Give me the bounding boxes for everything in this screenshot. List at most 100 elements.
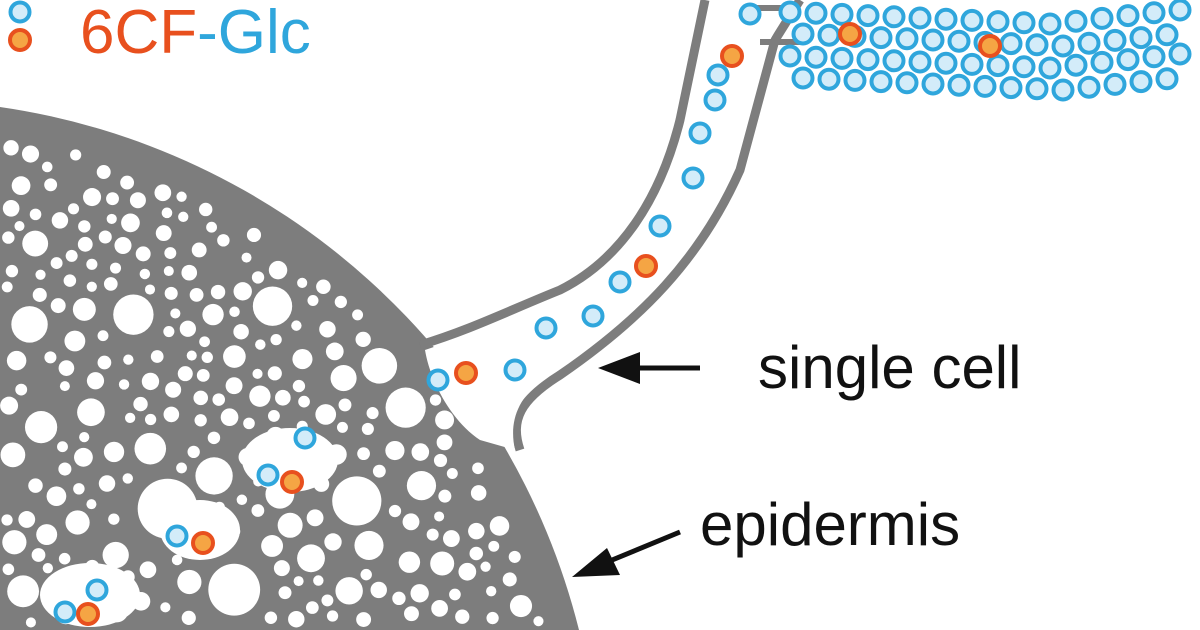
bubble xyxy=(246,227,262,243)
single-cell-label: single cell xyxy=(758,334,1022,401)
glc-molecule xyxy=(856,48,880,72)
bubble xyxy=(98,230,112,244)
legend-label-glc: -Glc xyxy=(197,0,311,67)
bubble xyxy=(470,485,487,501)
6cf-molecule xyxy=(454,361,478,385)
bubble xyxy=(458,562,477,581)
bubble xyxy=(336,421,348,433)
glc-molecule xyxy=(1129,26,1153,50)
bubble xyxy=(321,594,334,607)
bubble xyxy=(28,478,43,493)
bubble xyxy=(195,457,233,495)
bubble xyxy=(406,471,437,501)
bubble xyxy=(163,326,175,338)
bubble xyxy=(212,393,225,406)
bubble xyxy=(229,306,240,317)
bubble xyxy=(354,530,384,560)
bubble xyxy=(42,562,54,574)
6cf-molecule xyxy=(280,470,304,494)
glc-molecule xyxy=(608,270,632,294)
bubble xyxy=(297,544,325,573)
bubble xyxy=(434,511,445,522)
bubble xyxy=(46,486,67,507)
bubble xyxy=(79,431,90,443)
bubble xyxy=(74,447,93,467)
bubble xyxy=(298,395,310,408)
bubble xyxy=(98,475,116,492)
bubble xyxy=(35,269,46,280)
glc-molecule xyxy=(830,2,854,26)
glc-molecule xyxy=(1168,42,1192,66)
bubble xyxy=(50,298,66,314)
bubble xyxy=(267,366,282,381)
bubble xyxy=(161,207,173,219)
bubble xyxy=(251,271,265,284)
bubble xyxy=(249,385,271,407)
bubble xyxy=(455,609,470,624)
single-cell-arrow xyxy=(598,352,700,384)
bubble xyxy=(355,331,371,348)
bubble xyxy=(114,236,132,254)
glc-molecule xyxy=(804,1,828,25)
glc-molecule xyxy=(986,10,1010,34)
bubble xyxy=(2,563,15,576)
bubble xyxy=(118,379,130,390)
bubble xyxy=(32,287,47,302)
bubble xyxy=(160,602,171,613)
bubble xyxy=(241,252,252,263)
bubble xyxy=(278,586,292,600)
bubble xyxy=(410,584,429,603)
bubble xyxy=(217,234,230,247)
bubble xyxy=(165,381,182,398)
bubble xyxy=(176,191,187,202)
bubble xyxy=(5,264,19,278)
glc-molecule xyxy=(947,29,971,53)
bubble xyxy=(292,379,306,393)
bubble xyxy=(220,408,239,427)
bubble xyxy=(305,601,319,614)
glc-molecule xyxy=(778,0,802,24)
bubble xyxy=(65,510,90,535)
bubble xyxy=(67,203,80,215)
bubble xyxy=(139,561,157,579)
glc-molecule xyxy=(960,52,984,76)
glc-molecule xyxy=(778,44,802,68)
glc-molecule xyxy=(791,66,815,90)
bubble xyxy=(385,440,405,461)
glc-molecule xyxy=(681,166,705,190)
bubble xyxy=(433,453,448,468)
bubble xyxy=(325,342,344,361)
bubble xyxy=(7,575,40,608)
bubble xyxy=(335,577,363,605)
bubble xyxy=(402,513,420,531)
bubble xyxy=(106,192,119,206)
glc-molecule xyxy=(1142,1,1166,25)
glc-molecule xyxy=(1155,67,1179,91)
bubble xyxy=(11,306,48,343)
bubble xyxy=(486,611,499,625)
bubble xyxy=(385,387,426,428)
glc-molecule xyxy=(1012,55,1036,79)
bubble xyxy=(356,612,372,627)
bubble xyxy=(199,202,213,217)
bubble xyxy=(64,330,86,352)
glc-molecule xyxy=(1051,34,1075,58)
bubble xyxy=(65,249,78,262)
bubble xyxy=(134,432,167,465)
glc-molecule xyxy=(581,304,605,328)
bubble xyxy=(293,576,304,587)
bubble xyxy=(21,145,40,163)
bubble xyxy=(11,176,31,196)
bubble xyxy=(124,412,136,424)
6cf-molecule xyxy=(838,22,862,46)
bubble xyxy=(223,345,246,368)
bubble xyxy=(334,295,347,309)
bubble xyxy=(326,610,339,622)
bubble xyxy=(480,561,491,572)
glc-molecule xyxy=(1168,0,1192,22)
bubble xyxy=(1,281,13,293)
bubble xyxy=(207,431,221,445)
glc-molecule xyxy=(256,463,280,487)
glc-molecule xyxy=(830,46,854,70)
bubble xyxy=(268,260,288,280)
